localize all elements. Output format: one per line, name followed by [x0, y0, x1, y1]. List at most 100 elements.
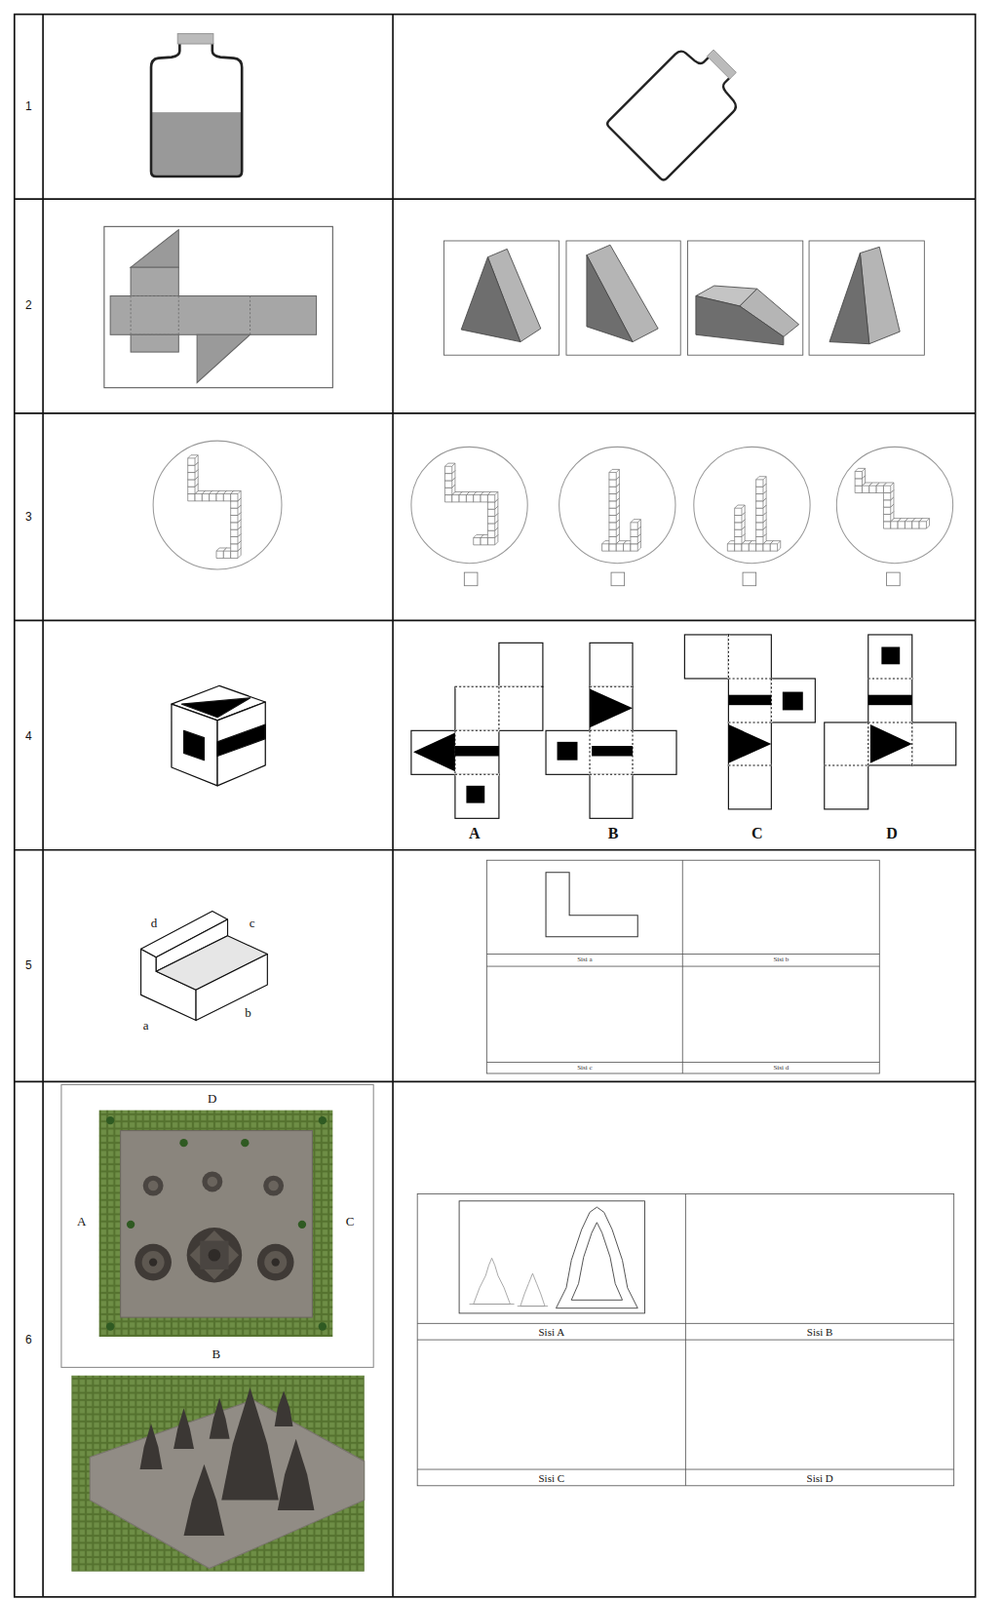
checkbox	[886, 572, 901, 586]
aerial-photo	[201, 1170, 223, 1192]
prism-options	[688, 240, 804, 355]
view-table	[517, 1272, 548, 1306]
view-table	[545, 872, 638, 937]
caption-cell: Sisi D	[685, 1468, 954, 1486]
aerial-photo	[264, 1250, 287, 1273]
prism-net	[130, 267, 179, 296]
cube-figure	[153, 440, 282, 570]
caption-cell: Sisi B	[685, 1323, 954, 1341]
marked-cube	[181, 697, 250, 718]
option-letter: C	[751, 824, 764, 843]
table-grid	[14, 1080, 976, 1083]
option-letter: A	[468, 824, 481, 843]
prism-options	[829, 253, 870, 345]
prism-net	[104, 226, 333, 387]
prism-net	[130, 296, 250, 336]
cube-net	[824, 765, 869, 810]
row-number: 1	[25, 100, 33, 115]
cube-option	[756, 476, 767, 487]
aerial-photo	[134, 1243, 172, 1281]
side-label: D	[207, 1091, 217, 1107]
cube-net	[868, 634, 913, 679]
caption-text: Sisi A	[539, 1325, 566, 1338]
cube-net	[545, 730, 590, 774]
temple-photo	[277, 1438, 315, 1510]
cube-option	[609, 468, 619, 479]
net-mark	[782, 692, 804, 711]
checkbox	[463, 572, 478, 586]
cube-net	[411, 730, 456, 774]
cube-option	[693, 446, 810, 563]
cube-net	[499, 686, 543, 731]
caption-text: Sisi a	[577, 956, 592, 964]
net-mark	[557, 741, 579, 761]
l-block	[141, 911, 269, 1021]
cube-figure	[153, 440, 282, 570]
aerial-photo	[106, 1116, 115, 1124]
table-grid	[14, 14, 976, 1597]
view-table	[469, 1257, 515, 1304]
caption-cell: Sisi d	[682, 1062, 880, 1075]
row-number: 5	[25, 959, 33, 973]
cube-option	[734, 504, 745, 515]
view-table	[486, 859, 880, 1074]
cube-option	[559, 446, 676, 563]
view-table	[682, 859, 684, 1074]
net-mark	[728, 694, 771, 705]
table-grid	[41, 14, 44, 1597]
aerial-photo	[199, 1240, 229, 1270]
aerial-photo	[187, 1227, 243, 1283]
prism-net	[110, 296, 316, 336]
cube-net	[728, 678, 771, 723]
cube-net	[728, 765, 771, 810]
aerial-photo	[99, 1110, 334, 1337]
view-table	[417, 1193, 954, 1485]
aerial-photo	[120, 1130, 313, 1318]
temple-photo	[184, 1464, 226, 1536]
cube-option	[770, 540, 780, 551]
table-grid	[14, 14, 976, 1597]
bottle-tilted	[606, 33, 756, 183]
aerial-photo	[318, 1116, 327, 1124]
bottle-full	[177, 34, 214, 44]
prism-net	[196, 334, 250, 383]
cube-option	[693, 446, 810, 563]
cube-net	[632, 730, 677, 774]
temple-photo	[173, 1407, 194, 1449]
aerial-photo	[143, 1175, 164, 1196]
caption-text: Sisi b	[772, 956, 789, 964]
net-mark	[591, 745, 633, 756]
cube-figure	[188, 455, 198, 465]
side-label: c	[249, 916, 256, 931]
view-table	[556, 1206, 639, 1309]
net-mark	[413, 732, 456, 771]
view-table	[417, 1193, 954, 1485]
fold-line	[824, 678, 913, 766]
side-label: b	[244, 1005, 252, 1021]
temple-photo	[140, 1423, 163, 1469]
option-letter: D	[886, 824, 898, 843]
caption-cell: Sisi c	[486, 1062, 683, 1075]
cube-net	[912, 722, 957, 766]
aerial-photo	[61, 1083, 374, 1367]
cube-net	[589, 773, 633, 818]
prism-options	[586, 244, 658, 342]
row-number: 3	[25, 510, 33, 525]
bottle-tilted	[606, 38, 750, 183]
marked-cube	[171, 703, 218, 786]
fold-line	[455, 634, 913, 774]
view-table	[486, 965, 880, 967]
aerial-photo	[318, 1321, 327, 1330]
side-label: C	[346, 1214, 355, 1230]
marked-cube	[217, 724, 266, 756]
table-grid	[14, 197, 976, 200]
view-table	[417, 1322, 954, 1324]
cube-net	[684, 634, 729, 679]
cube-net	[589, 686, 633, 731]
bottle-tilted	[706, 49, 736, 79]
aerial-photo	[207, 1176, 218, 1187]
aerial-photo	[208, 1248, 222, 1262]
temple-photo	[209, 1397, 231, 1439]
prism-net	[130, 334, 179, 352]
